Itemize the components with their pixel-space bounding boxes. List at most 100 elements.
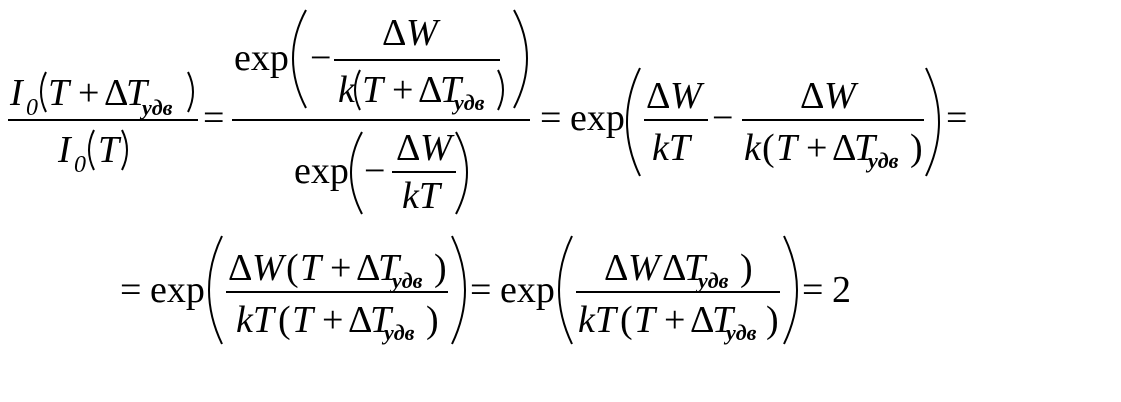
exp-function: exp xyxy=(150,269,205,311)
delta-symbol: Δ xyxy=(800,75,824,117)
paren-left xyxy=(292,9,307,109)
symbol-kT: kT xyxy=(652,127,693,169)
symbol-k: k xyxy=(744,127,762,169)
subscript-udv: удв xyxy=(139,95,173,120)
delta-symbol: Δ xyxy=(356,247,380,289)
symbol-T: T xyxy=(126,72,150,114)
delta-symbol: Δ xyxy=(646,75,670,117)
symbol-W: W xyxy=(252,247,287,289)
exp-function: exp xyxy=(234,37,289,79)
paren-left: ( xyxy=(278,299,291,341)
subscript-zero: 0 xyxy=(74,152,86,178)
symbol-W: W xyxy=(420,127,455,169)
symbol-kT: kT xyxy=(236,299,277,341)
equals-sign: = xyxy=(802,269,823,311)
exp-function: exp xyxy=(294,150,349,192)
delta-symbol: Δ xyxy=(348,299,372,341)
result-two: 2 xyxy=(832,269,851,311)
fraction-exp-ratio: exp − Δ W k T + Δ T удв exp − Δ W kT xyxy=(232,9,530,217)
delta-symbol: Δ xyxy=(604,247,628,289)
paren-left: ( xyxy=(620,299,633,341)
paren-left xyxy=(40,71,47,113)
exp-function: exp xyxy=(570,97,625,139)
delta-symbol: Δ xyxy=(228,247,252,289)
paren-right: ) xyxy=(426,299,439,341)
delta-symbol: Δ xyxy=(396,127,420,169)
paren-left xyxy=(626,67,641,177)
minus-sign: − xyxy=(310,37,331,79)
exp-combined-fraction: exp Δ W ( T + Δ T удв ) kT ( T + Δ T удв… xyxy=(150,235,466,345)
delta-symbol: Δ xyxy=(382,12,406,54)
symbol-kT: kT xyxy=(578,299,619,341)
plus-sign: + xyxy=(664,299,685,341)
equals-sign: = xyxy=(946,97,967,139)
paren-right: ) xyxy=(434,247,447,289)
delta-symbol: Δ xyxy=(104,72,128,114)
equals-sign: = xyxy=(120,269,141,311)
exp-function: exp xyxy=(500,269,555,311)
plus-sign: + xyxy=(322,299,343,341)
subscript-udv: удв xyxy=(451,90,485,115)
symbol-I: I xyxy=(57,129,73,171)
minus-sign: − xyxy=(712,97,733,139)
fraction-intensity-ratio: I 0 T + Δ T удв I 0 T xyxy=(8,71,198,178)
delta-symbol: Δ xyxy=(418,69,442,111)
symbol-T: T xyxy=(712,299,736,341)
subscript-udv: удв xyxy=(865,148,899,173)
subscript-udv: удв xyxy=(389,268,423,293)
symbol-kT: kT xyxy=(402,175,443,217)
paren-right: ) xyxy=(740,247,753,289)
paren-right xyxy=(187,71,194,113)
paren-left: ( xyxy=(286,247,299,289)
paren-left xyxy=(558,235,573,345)
equals-sign: = xyxy=(470,269,491,311)
symbol-W: W xyxy=(824,75,859,117)
symbol-T: T xyxy=(292,299,316,341)
symbol-W: W xyxy=(406,12,441,54)
paren-left xyxy=(350,131,363,215)
paren-right xyxy=(783,235,798,345)
minus-sign: − xyxy=(364,150,385,192)
paren-right: ) xyxy=(766,299,779,341)
symbol-T: T xyxy=(684,247,708,289)
exp-difference: exp Δ W kT − Δ W k ( T + Δ T удв ) xyxy=(570,67,940,177)
symbol-T: T xyxy=(98,129,122,171)
symbol-T: T xyxy=(854,127,878,169)
symbol-k: k xyxy=(338,69,356,111)
symbol-T: T xyxy=(362,69,386,111)
paren-left: ( xyxy=(762,127,775,169)
plus-sign: + xyxy=(806,127,827,169)
paren-right xyxy=(121,129,128,171)
paren-left xyxy=(208,235,223,345)
exp-simplified-fraction: exp Δ W Δ T удв ) kT ( T + Δ T удв ) xyxy=(500,235,798,345)
paren-right xyxy=(455,131,468,215)
symbol-I: I xyxy=(9,72,25,114)
subscript-udv: удв xyxy=(723,320,757,345)
plus-sign: + xyxy=(330,247,351,289)
symbol-T: T xyxy=(48,72,72,114)
symbol-T: T xyxy=(300,247,324,289)
delta-symbol: Δ xyxy=(662,247,686,289)
paren-right xyxy=(925,67,940,177)
paren-right xyxy=(497,69,504,111)
plus-sign: + xyxy=(78,72,99,114)
plus-sign: + xyxy=(392,69,413,111)
equals-sign: = xyxy=(203,97,224,139)
paren-right xyxy=(513,9,528,109)
symbol-T: T xyxy=(776,127,800,169)
subscript-zero: 0 xyxy=(26,95,38,121)
paren-left xyxy=(88,129,95,171)
subscript-udv: удв xyxy=(381,320,415,345)
paren-left xyxy=(354,69,361,111)
delta-symbol: Δ xyxy=(690,299,714,341)
paren-right: ) xyxy=(910,127,923,169)
paren-right xyxy=(451,235,466,345)
equals-sign: = xyxy=(540,97,561,139)
symbol-T: T xyxy=(440,69,464,111)
symbol-T: T xyxy=(634,299,658,341)
symbol-T: T xyxy=(370,299,394,341)
symbol-T: T xyxy=(378,247,402,289)
symbol-W: W xyxy=(628,247,663,289)
symbol-W: W xyxy=(670,75,705,117)
